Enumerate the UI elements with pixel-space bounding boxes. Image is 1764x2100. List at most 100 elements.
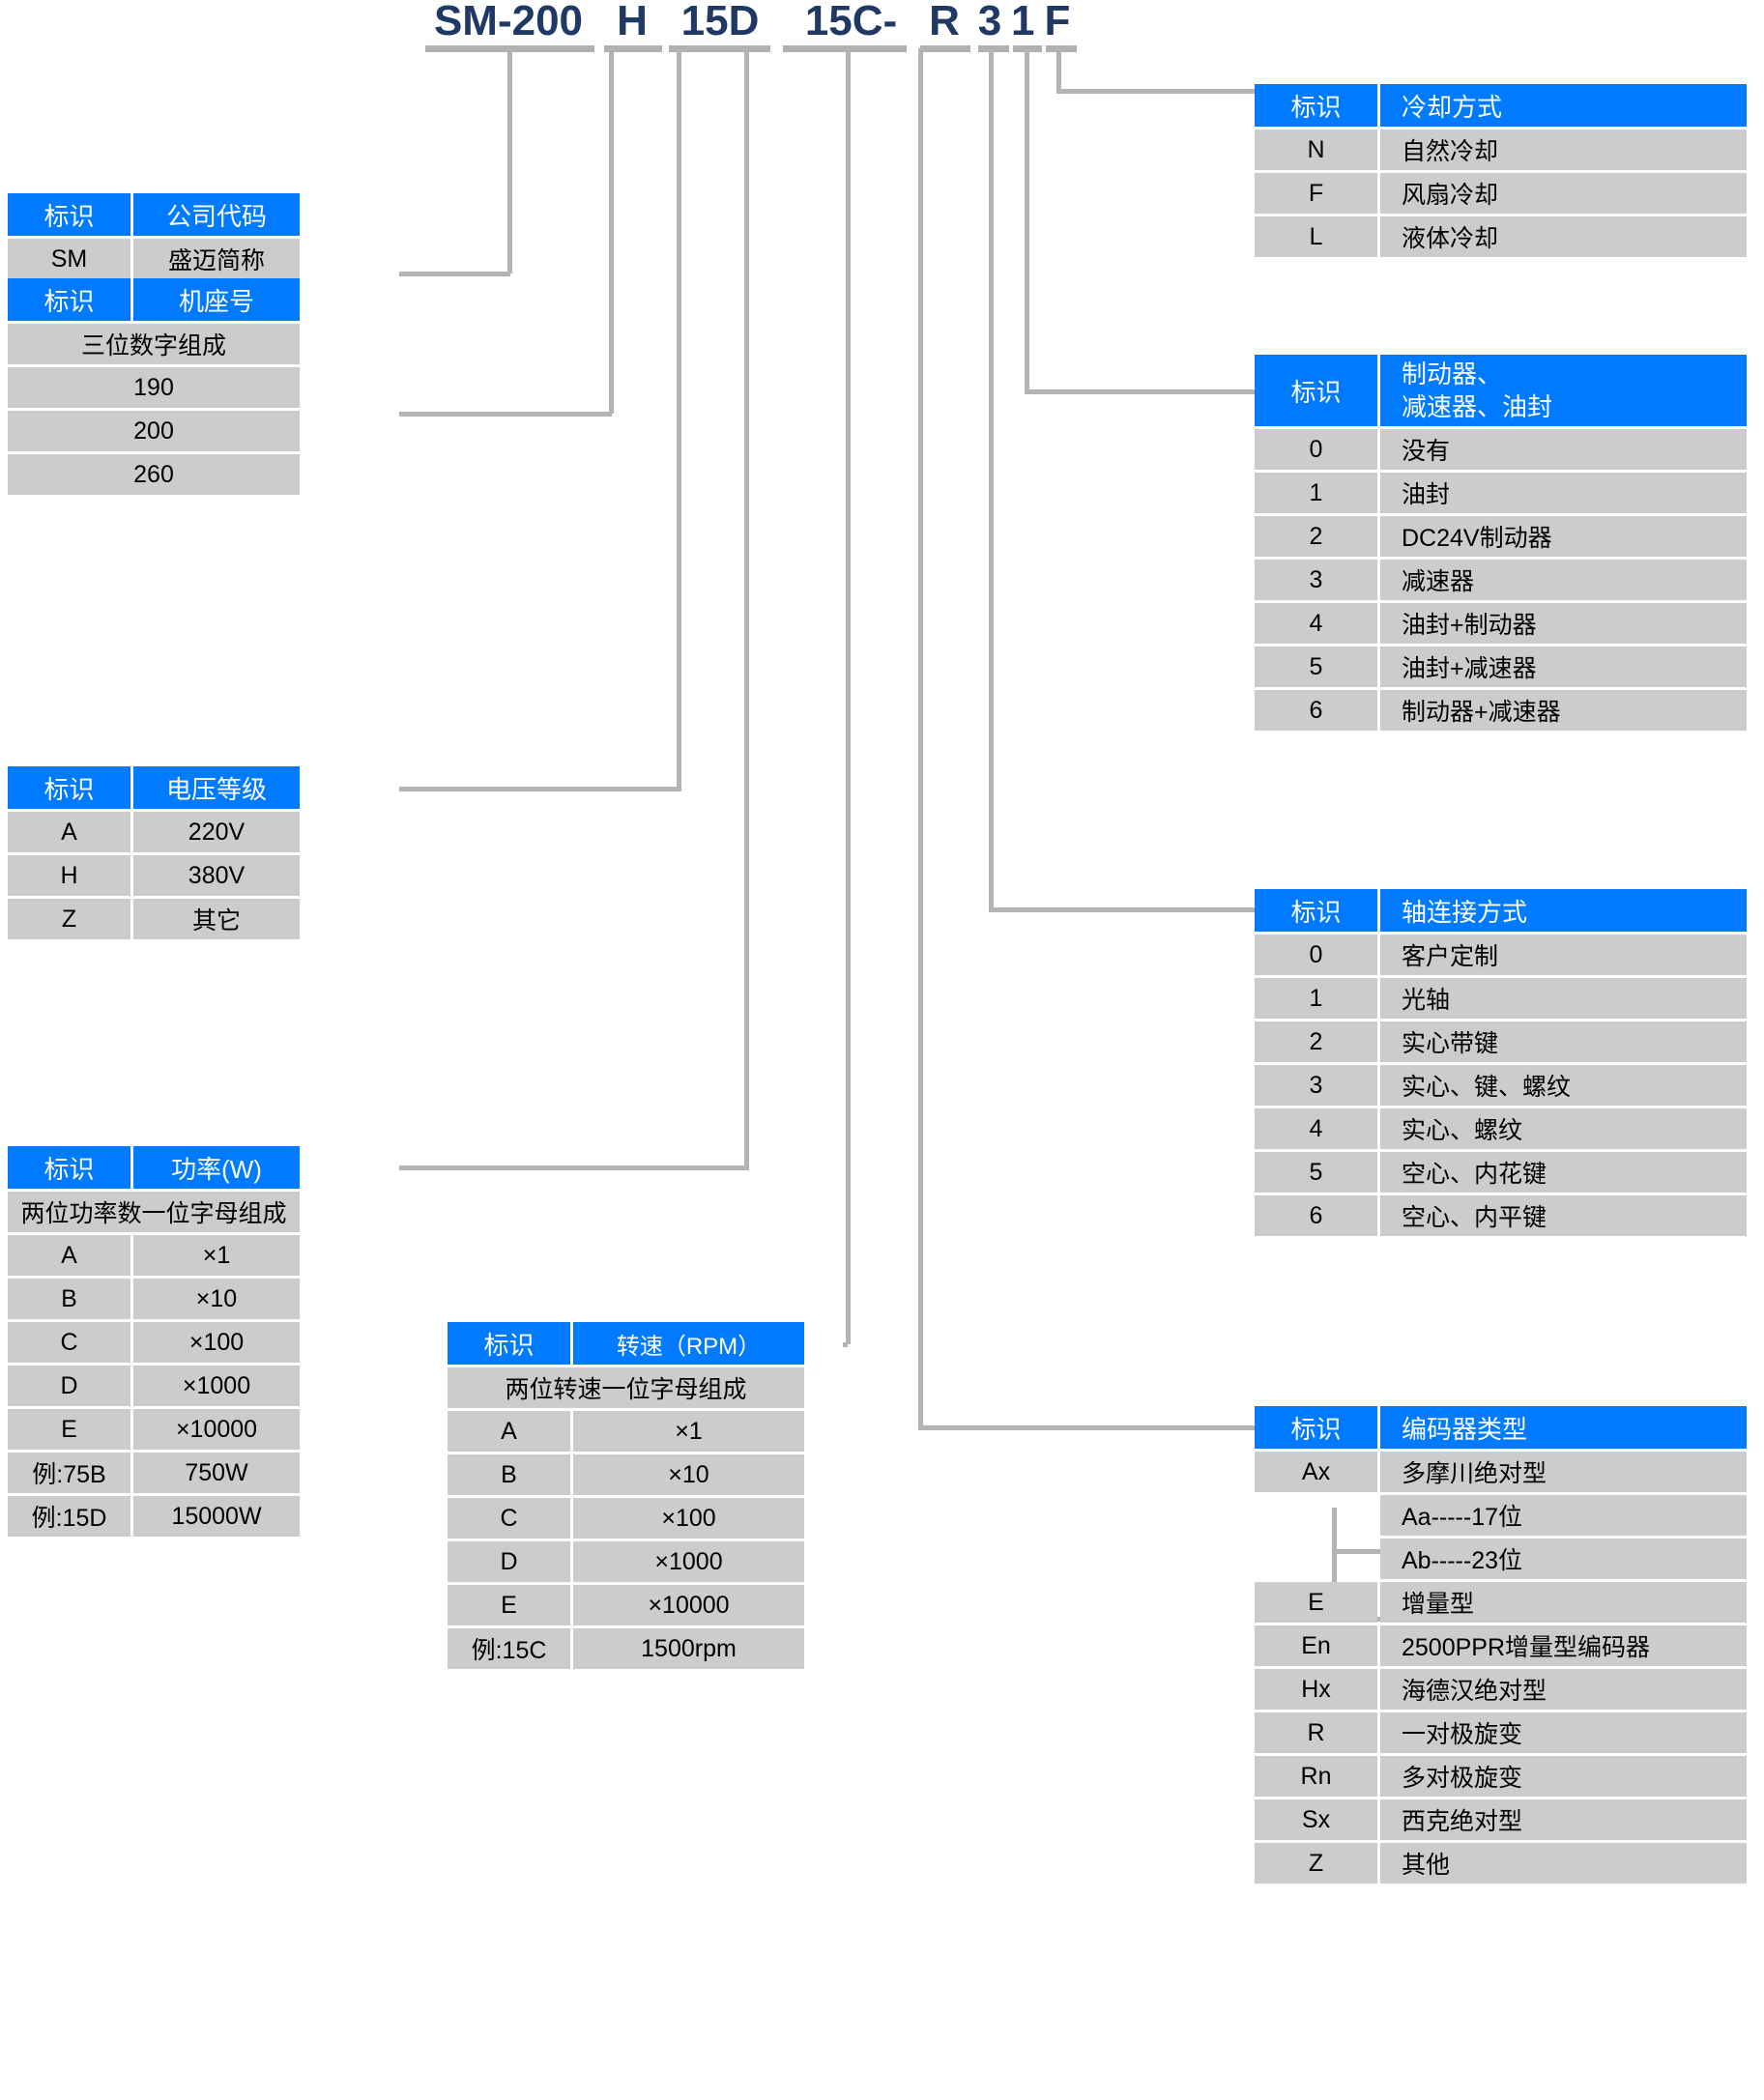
table-company-code: 标识 公司代码 SM 盛迈简称	[8, 193, 300, 279]
brake-value-reducer: 减速器	[1380, 560, 1747, 600]
encoder-code-e: E	[1255, 1582, 1377, 1623]
brake-code-6: 6	[1255, 690, 1377, 731]
rpm-mult-b: ×10	[573, 1454, 804, 1495]
connector-sm-vertical	[507, 48, 512, 273]
cooling-header-id: 标识	[1255, 84, 1377, 127]
table-row: D ×1000	[448, 1541, 804, 1582]
frame-header-id: 标识	[8, 278, 130, 321]
shaft-header-id: 标识	[1255, 889, 1377, 932]
rpm-code-a: A	[448, 1411, 570, 1452]
table-row: 200	[8, 411, 300, 451]
voltage-header-id: 标识	[8, 766, 130, 809]
connector-voltage-vertical	[677, 48, 681, 789]
table-row: 两位功率数一位字母组成	[8, 1192, 300, 1232]
shaft-value-custom: 客户定制	[1380, 935, 1747, 975]
brake-header-line1: 制动器、	[1402, 360, 1503, 388]
encoder-code-hx: Hx	[1255, 1669, 1377, 1710]
connector-voltage-horizontal	[399, 787, 681, 791]
encoder-sub-spacer-ab	[1255, 1539, 1377, 1579]
power-code-a: A	[8, 1235, 130, 1276]
code-segment-0: SM-200	[433, 0, 584, 44]
table-row: 标识 冷却方式	[1255, 84, 1747, 127]
table-row: 三位数字组成	[8, 324, 300, 364]
code-underline-2	[669, 45, 770, 52]
rpm-mult-c: ×100	[573, 1498, 804, 1539]
table-row: C ×100	[448, 1498, 804, 1539]
table-row: 3 实心、键、螺纹	[1255, 1065, 1747, 1106]
code-segment-5: 3	[977, 0, 1002, 44]
table-row: 6 空心、内平键	[1255, 1195, 1747, 1236]
connector-cooling-horizontal	[1056, 89, 1255, 94]
frame-value-200: 200	[8, 411, 300, 451]
table-row: Sx 西克绝对型	[1255, 1799, 1747, 1840]
shaft-value-hollow-spline: 空心、内花键	[1380, 1152, 1747, 1193]
table-row: H 380V	[8, 855, 300, 896]
cooling-value-fan: 风扇冷却	[1380, 173, 1747, 214]
table-row: 标识 编码器类型	[1255, 1406, 1747, 1449]
table-row: 2 DC24V制动器	[1255, 516, 1747, 557]
rpm-example-1500rpm: 1500rpm	[573, 1628, 804, 1669]
encoder-code-rn: Rn	[1255, 1756, 1377, 1797]
voltage-code-h: H	[8, 855, 130, 896]
connector-encoder-horizontal	[918, 1425, 1255, 1430]
table-row: E ×10000	[448, 1585, 804, 1625]
encoder-sub-value-aa: Aa-----17位	[1380, 1495, 1747, 1536]
code-underline-1	[604, 45, 662, 52]
rpm-code-e: E	[448, 1585, 570, 1625]
brake-header-id: 标识	[1255, 355, 1377, 426]
voltage-code-z: Z	[8, 899, 130, 939]
encoder-code-sx: Sx	[1255, 1799, 1377, 1840]
brake-code-0: 0	[1255, 429, 1377, 470]
encoder-header-id: 标识	[1255, 1406, 1377, 1449]
model-code-row: SM-200 H 15D 15C- R 3 1 F	[0, 0, 1764, 58]
connector-frame-vertical	[609, 48, 614, 414]
power-code-d: D	[8, 1366, 130, 1406]
company-name-value: 盛迈简称	[133, 239, 300, 279]
cooling-header-name: 冷却方式	[1380, 84, 1747, 127]
encoder-value-tamagawa: 多摩川绝对型	[1380, 1452, 1747, 1492]
table-row: 例:15D 15000W	[8, 1496, 300, 1537]
table-row: 标识 功率(W)	[8, 1146, 300, 1189]
cooling-code-n: N	[1255, 129, 1377, 170]
encoder-code-en: En	[1255, 1625, 1377, 1666]
code-underline-4	[920, 45, 970, 52]
brake-header-name: 制动器、 减速器、油封	[1380, 355, 1747, 426]
brake-code-1: 1	[1255, 473, 1377, 513]
table-row: F 风扇冷却	[1255, 173, 1747, 214]
connector-encoder-sub-aa	[1332, 1549, 1392, 1554]
table-row: Hx 海德汉绝对型	[1255, 1669, 1747, 1710]
table-row: 标识 电压等级	[8, 766, 300, 809]
connector-shaft-vertical	[989, 48, 994, 911]
power-example-15d: 例:15D	[8, 1496, 130, 1537]
frame-value-260: 260	[8, 454, 300, 495]
voltage-value-380: 380V	[133, 855, 300, 896]
cooling-code-f: F	[1255, 173, 1377, 214]
frame-span-note: 三位数字组成	[8, 324, 300, 364]
cooling-code-l: L	[1255, 216, 1377, 257]
table-row: 标识 制动器、 减速器、油封	[1255, 355, 1747, 426]
connector-shaft-horizontal	[989, 907, 1255, 912]
shaft-code-0: 0	[1255, 935, 1377, 975]
table-row: Z 其他	[1255, 1843, 1747, 1884]
table-row: 标识 轴连接方式	[1255, 889, 1747, 932]
shaft-value-solid-key-thread: 实心、键、螺纹	[1380, 1065, 1747, 1106]
encoder-sub-value-ab: Ab-----23位	[1380, 1539, 1747, 1579]
rpm-mult-e: ×10000	[573, 1585, 804, 1625]
connector-brake-horizontal	[1025, 389, 1255, 394]
table-row: 两位转速一位字母组成	[448, 1367, 804, 1408]
table-encoder-type: 标识 编码器类型 Ax 多摩川绝对型 Aa-----17位 Ab-----23位…	[1255, 1406, 1747, 1884]
voltage-value-other: 其它	[133, 899, 300, 939]
rpm-header-id: 标识	[448, 1322, 570, 1365]
shaft-code-1: 1	[1255, 978, 1377, 1019]
connector-power-vertical	[744, 48, 749, 1167]
frame-value-190: 190	[8, 367, 300, 408]
connector-rpm-horizontal	[843, 1342, 848, 1347]
power-mult-a: ×1	[133, 1235, 300, 1276]
table-row: E 增量型	[1255, 1582, 1747, 1623]
rpm-code-d: D	[448, 1541, 570, 1582]
code-segment-4: R	[929, 0, 960, 44]
table-row: En 2500PPR增量型编码器	[1255, 1625, 1747, 1666]
rpm-example-15c: 例:15C	[448, 1628, 570, 1669]
table-row: 4 实心、螺纹	[1255, 1108, 1747, 1149]
table-row: 3 减速器	[1255, 560, 1747, 600]
